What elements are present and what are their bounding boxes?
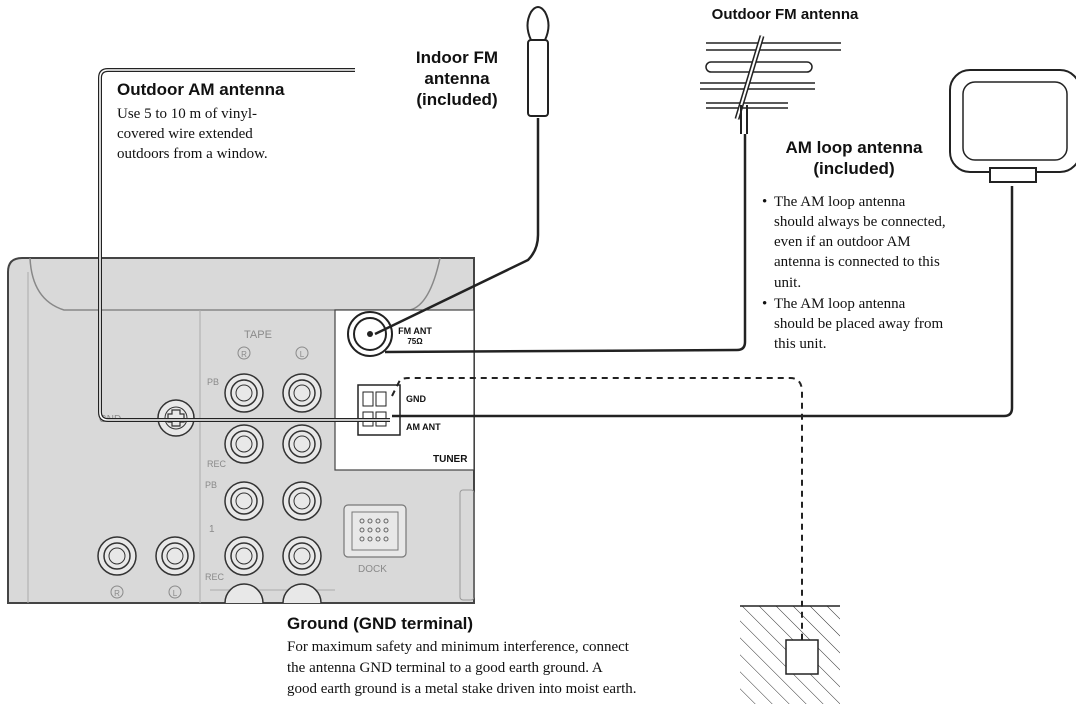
fm-antenna-jack-icon[interactable] [347,311,393,357]
rca-jack[interactable] [282,481,322,521]
rca-jack[interactable] [97,536,137,576]
outdoor-am-wire [98,68,390,422]
outdoor-am-desc-line: covered wire extended [117,126,253,142]
am-loop-title-line: AM loop antenna [786,138,923,157]
fm-ant-label: FM ANT [398,326,432,336]
am-ant-label: AM ANT [406,422,441,432]
rca-jack[interactable] [155,536,195,576]
indoor-fm-title-line: antenna [424,69,490,88]
am-loop-note-line: The AM loop antenna [774,296,906,312]
outdoor-fm-wire [384,134,747,354]
rca-jack-partial [224,583,264,604]
indoor-fm-wire [374,118,540,336]
rca-jack-partial [282,583,322,604]
indoor-fm-title-line: Indoor FM [416,48,498,67]
am-loop-note-line: The AM loop antenna [774,194,906,210]
am-loop-title-line: (included) [813,159,894,178]
ground-desc-line: For maximum safety and minimum interfere… [287,639,630,655]
rec-label-2: REC [205,572,225,582]
am-loop-note-line: antenna is connected to this [774,254,940,270]
rca-jack[interactable] [224,373,264,413]
am-loop-note-line: even if an outdoor AM [774,234,911,250]
svg-text:R: R [114,589,120,598]
svg-text:L: L [300,350,305,359]
rec-label: REC [207,459,227,469]
outdoor-am-title: Outdoor AM antenna [117,80,285,99]
am-loop-note-line: unit. [774,275,801,291]
ground-desc-line: the antenna GND terminal to a good earth… [287,660,603,676]
left-channel-marker: L [295,346,309,360]
indoor-fm-title-line: (included) [416,90,497,109]
right-channel-marker: R [237,346,251,360]
rca-jack[interactable] [282,536,322,576]
outdoor-fm-antenna-icon [700,35,841,134]
gnd-terminal-label: GND [406,394,427,404]
dock-label: DOCK [358,564,387,575]
dock-connector-icon[interactable] [343,504,407,558]
rca-jack[interactable] [282,373,322,413]
input-1-label: 1 [209,524,215,535]
fm-impedance-label: 75Ω [407,337,423,346]
tuner-label: TUNER [433,454,468,465]
outdoor-am-desc-line: Use 5 to 10 m of vinyl- [117,106,257,122]
bullet-icon: • [762,296,767,312]
ground-wire [391,377,803,640]
left-channel-marker: L [168,585,182,599]
svg-text:L: L [173,589,178,598]
right-channel-marker: R [110,585,124,599]
bullet-icon: • [762,194,767,210]
rca-jack[interactable] [224,481,264,521]
ground-desc-line: good earth ground is a metal stake drive… [287,681,637,697]
rca-jack[interactable] [224,424,264,464]
tape-label: TAPE [244,329,272,341]
ground-title: Ground (GND terminal) [287,614,473,633]
outdoor-am-desc-line: outdoors from a window. [117,146,268,162]
am-loop-note-line: should be placed away from [774,316,943,332]
pb-label-2: PB [205,480,217,490]
indoor-fm-antenna-icon [526,6,550,117]
outdoor-fm-title: Outdoor FM antenna [712,6,859,23]
svg-text:R: R [241,350,247,359]
am-loop-note-line: this unit. [774,336,827,352]
rca-jack[interactable] [282,424,322,464]
am-loop-antenna-icon [949,69,1076,183]
am-loop-note-line: should always be connected, [774,214,946,230]
receiver-rear-panel: TAPE R L PB REC PB 1 REC R [7,257,475,604]
rca-jack[interactable] [224,536,264,576]
am-loop-wire [392,186,1014,418]
ground-stake-icon [740,605,840,704]
pb-label: PB [207,377,219,387]
